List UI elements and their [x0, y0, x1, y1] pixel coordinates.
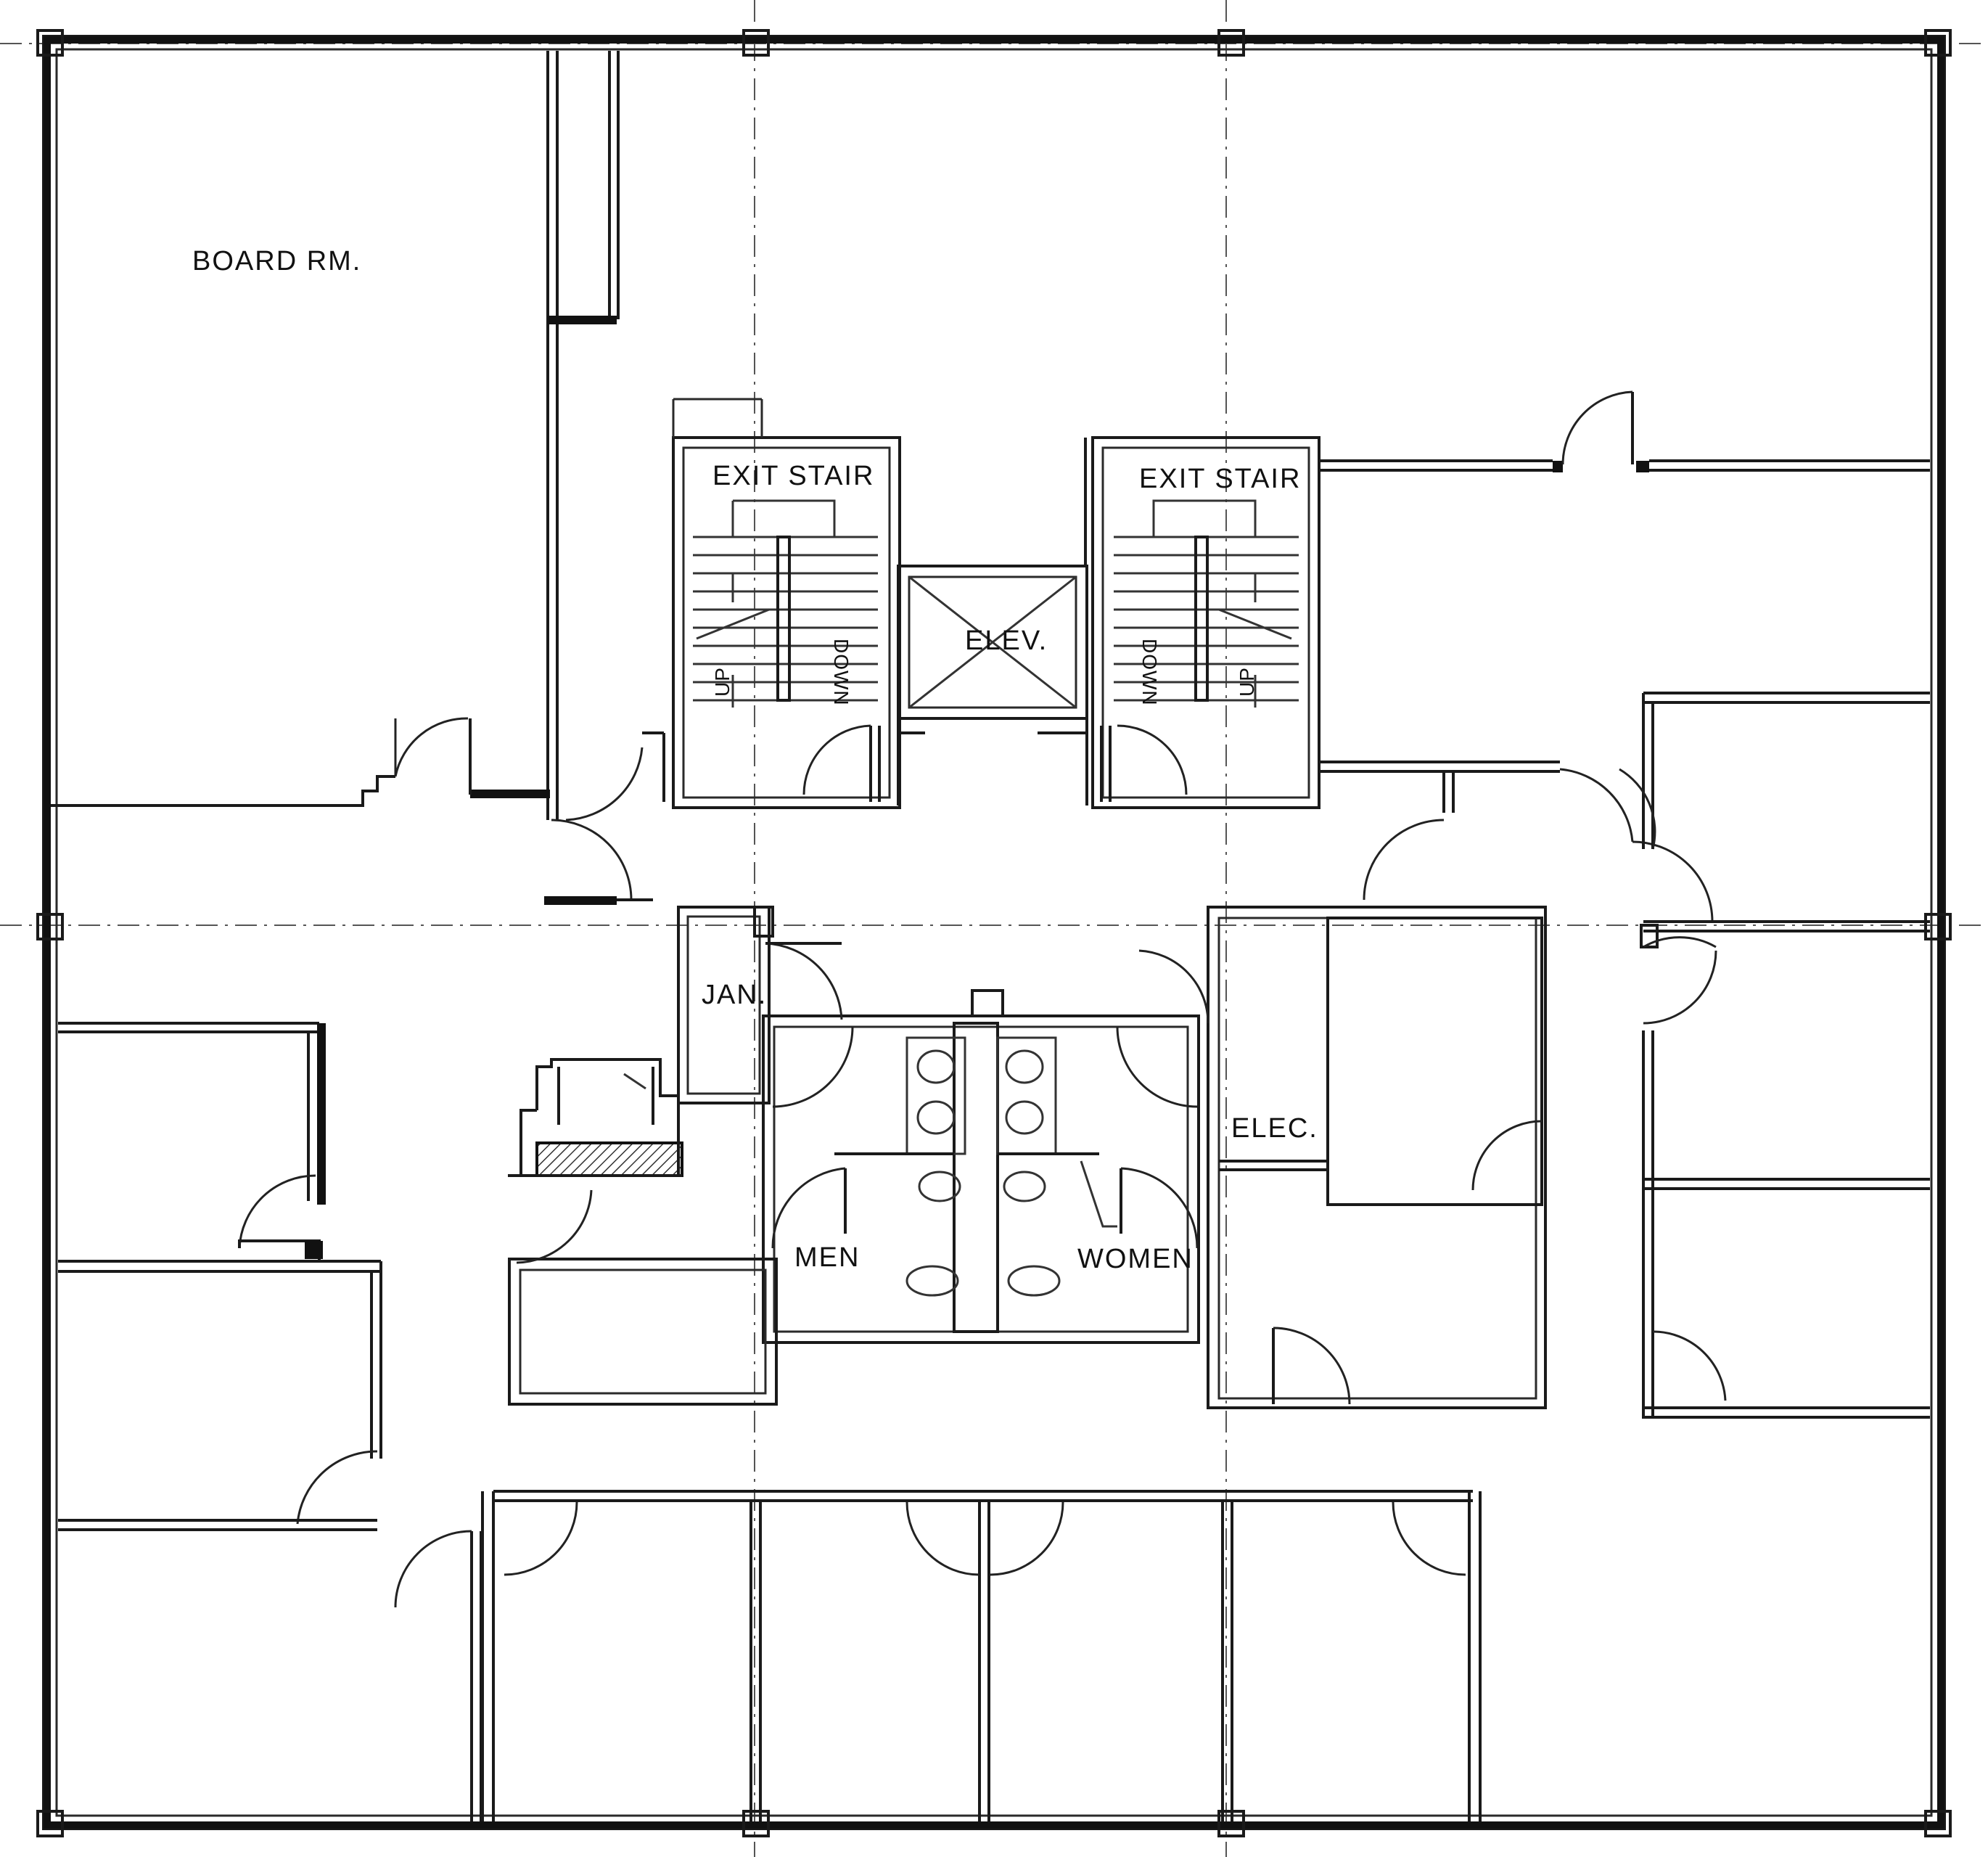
- center-left-office: [508, 1189, 778, 1406]
- exit-stair-left: [565, 398, 901, 821]
- stair-left-down-label: DOWN: [830, 639, 853, 706]
- janitor-closet: [677, 906, 843, 1104]
- men-label: MEN: [794, 1242, 860, 1273]
- corridor-door-left: [544, 819, 653, 905]
- exit-stair-right-label: EXIT STAIR: [1139, 464, 1301, 494]
- room-labels: BOARD RM. EXIT STAIR EXIT STAIR ELEV. JA…: [192, 246, 1318, 1274]
- stair-right-up-label: UP: [1236, 667, 1258, 697]
- exit-stair-right: [1091, 436, 1320, 809]
- janitor-label: JAN.: [702, 980, 767, 1010]
- stair-treads-right: [1114, 499, 1299, 708]
- right-offices: [1642, 1030, 1930, 1419]
- stair-left-up-label: UP: [711, 667, 734, 697]
- stair-treads-left: [693, 499, 878, 708]
- upper-right-offices: [1319, 390, 1930, 1025]
- toilets: [762, 989, 1200, 1344]
- stair-right-down-label: DOWN: [1138, 639, 1161, 706]
- left-office-block: [58, 1022, 382, 1525]
- women-label: WOMEN: [1077, 1244, 1194, 1274]
- board-room-walls: [51, 51, 620, 820]
- elevator: [897, 438, 1088, 805]
- electrical-label: ELEC.: [1231, 1113, 1318, 1144]
- exit-stair-left-label: EXIT STAIR: [712, 461, 874, 491]
- lower-offices: [58, 1490, 1482, 1821]
- board-room-door: [394, 717, 469, 777]
- board-room-label: BOARD RM.: [192, 246, 361, 276]
- center-right-block: [1138, 906, 1547, 1409]
- shaft-hatched: [508, 1058, 683, 1177]
- exterior-wall: [36, 29, 1952, 1837]
- elevator-label: ELEV.: [965, 626, 1048, 656]
